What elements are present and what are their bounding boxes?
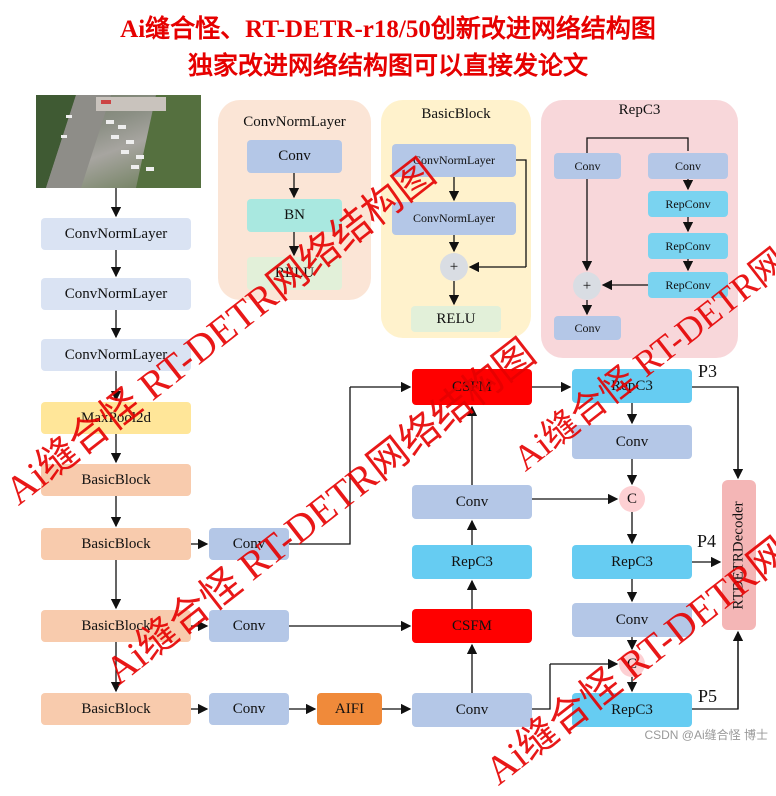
repc3-add-node: + bbox=[573, 272, 601, 300]
lateral-conv-3: Conv bbox=[209, 693, 289, 725]
repc3-repconv-1: RepConv bbox=[648, 191, 728, 217]
lateral-conv-1: Conv bbox=[209, 528, 289, 560]
neck-mid-conv: Conv bbox=[412, 485, 532, 519]
convnormlayer-relu: RELU bbox=[247, 257, 342, 290]
title-line-1: Ai缝合怪、RT-DETR-r18/50创新改进网络结构图 bbox=[120, 16, 656, 43]
concat-node-1: C bbox=[619, 486, 645, 512]
neck-right-conv-2: Conv bbox=[572, 603, 692, 637]
backbone-maxpool2d: MaxPool2d bbox=[41, 402, 191, 434]
title-line-2: 独家改进网络结构图可以直接发论文 bbox=[187, 53, 588, 80]
repc3-repconv-3: RepConv bbox=[648, 272, 728, 298]
footer-credit: CSDN @Ai缝合怪 博士 bbox=[644, 728, 768, 742]
repc3-panel bbox=[541, 100, 738, 358]
backbone-basicblock-4: BasicBlock bbox=[41, 693, 191, 725]
repc3-left-conv: Conv bbox=[554, 153, 621, 179]
backbone-basicblock-2: BasicBlock bbox=[41, 528, 191, 560]
basicblock-relu: RELU bbox=[411, 306, 501, 332]
repc3-repconv-2: RepConv bbox=[648, 233, 728, 259]
output-label-p4: P4 bbox=[697, 531, 717, 551]
backbone-convnormlayer-3: ConvNormLayer bbox=[41, 339, 191, 371]
repc3-output-conv: Conv bbox=[554, 316, 621, 340]
backbone-convnormlayer-1: ConvNormLayer bbox=[41, 218, 191, 250]
neck-right-repc3-top: RepC3 bbox=[572, 369, 692, 403]
neck-right-repc3-bottom: RepC3 bbox=[572, 693, 692, 727]
neck-mid-repc3: RepC3 bbox=[412, 545, 532, 579]
csfm-bottom: CSFM bbox=[412, 609, 532, 643]
backbone-convnormlayer-2: ConvNormLayer bbox=[41, 278, 191, 310]
basicblock-convnormlayer-1: ConvNormLayer bbox=[392, 144, 516, 177]
csfm-top: CSFM bbox=[412, 369, 532, 405]
backbone-basicblock-3: BasicBlock bbox=[41, 610, 191, 642]
neck-mid-conv-bottom: Conv bbox=[412, 693, 532, 727]
backbone-basicblock-1: BasicBlock bbox=[41, 464, 191, 496]
basicblock-convnormlayer-2: ConvNormLayer bbox=[392, 202, 516, 235]
neck-right-conv-1: Conv bbox=[572, 425, 692, 459]
convnormlayer-panel-title: ConvNormLayer bbox=[243, 114, 346, 130]
repc3-panel-title: RepC3 bbox=[618, 102, 661, 118]
rtdetr-decoder: RTDETRDecoder bbox=[722, 480, 756, 630]
aifi-block: AIFI bbox=[317, 693, 382, 725]
basicblock-add-node: + bbox=[440, 253, 468, 281]
neck-right-repc3-mid: RepC3 bbox=[572, 545, 692, 579]
concat-node-2: C bbox=[619, 651, 645, 677]
lateral-conv-2: Conv bbox=[209, 610, 289, 642]
convnormlayer-conv: Conv bbox=[247, 140, 342, 173]
repc3-right-conv: Conv bbox=[648, 153, 728, 179]
output-label-p3: P3 bbox=[698, 361, 718, 381]
convnormlayer-bn: BN bbox=[247, 199, 342, 232]
basicblock-panel-title: BasicBlock bbox=[421, 106, 491, 122]
connection-arrows bbox=[110, 137, 744, 715]
input-aerial-image bbox=[36, 95, 201, 188]
output-label-p5: P5 bbox=[698, 686, 718, 706]
